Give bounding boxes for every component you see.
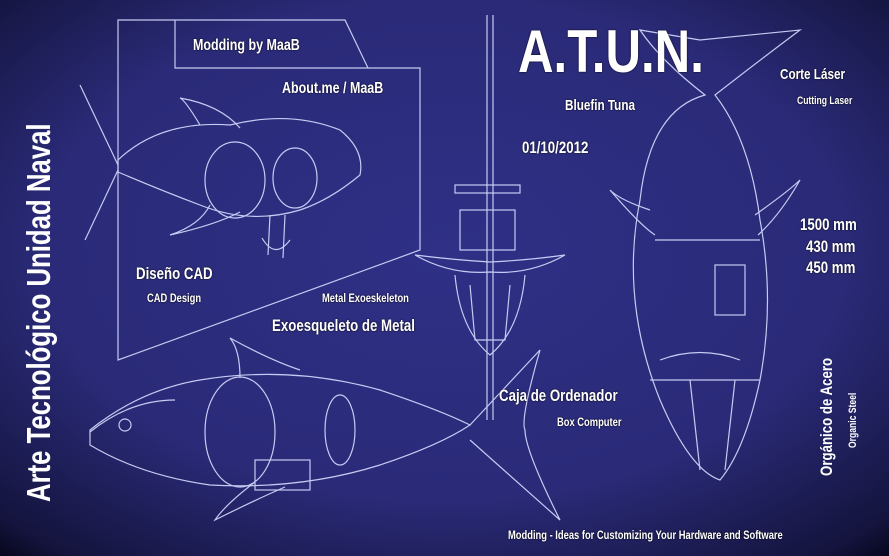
laser-en: Cutting Laser [797, 95, 853, 107]
modding-by-label[interactable]: Modding by MaaB [193, 37, 300, 54]
exo-es: Exoesqueleto de Metal [272, 316, 415, 335]
laser-es: Corte Láser [780, 66, 846, 83]
vertical-title: Arte Tecnológico Unidad Naval [20, 123, 57, 502]
dimension-length: 1500 mm [800, 215, 857, 234]
steel-es: Orgánico de Acero [817, 357, 836, 476]
dimension-width: 430 mm [806, 237, 856, 256]
box-es: Caja de Ordenador [499, 386, 618, 405]
frame-lines [117, 19, 421, 361]
dimension-height: 450 mm [806, 258, 856, 277]
side-view-fish-small [79, 84, 362, 259]
top-view-fish [609, 29, 803, 481]
side-view-fish-large [89, 337, 561, 522]
steel-en: Organic Steel [847, 392, 859, 448]
front-view-fish [414, 15, 566, 420]
exo-en: Metal Exoeskeleton [322, 291, 409, 305]
main-title: A.T.U.N. [518, 18, 704, 85]
cad-es: Diseño CAD [136, 264, 213, 283]
cad-en: CAD Design [147, 291, 202, 305]
footer-tagline: Modding - Ideas for Customizing Your Har… [508, 528, 783, 542]
about-me-link[interactable]: About.me / MaaB [282, 80, 384, 97]
date: 01/10/2012 [522, 138, 589, 157]
subtitle: Bluefin Tuna [565, 97, 635, 114]
box-en: Box Computer [557, 415, 622, 429]
